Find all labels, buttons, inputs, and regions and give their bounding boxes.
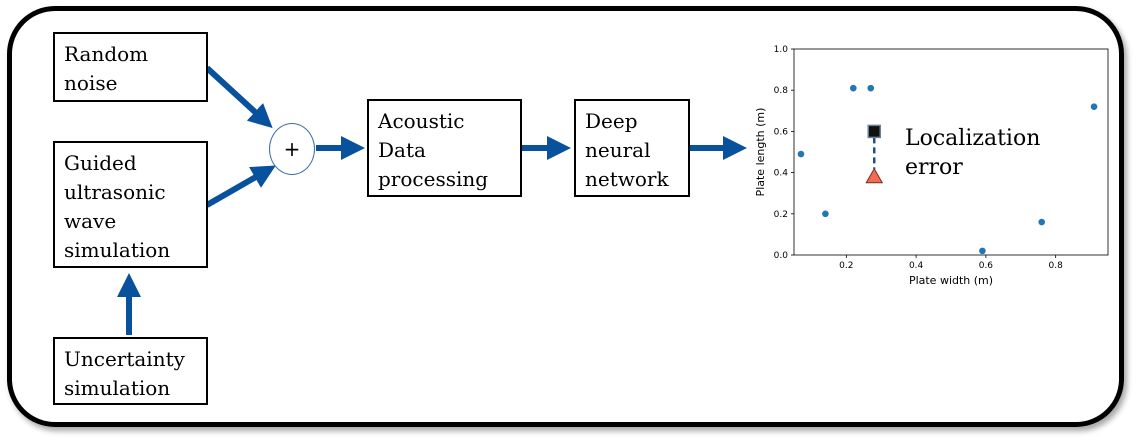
arrow-noise-to-sum — [204, 65, 273, 129]
y-tick-label: 0.8 — [774, 86, 789, 96]
diagram-frame — [7, 6, 1124, 427]
data-point — [1090, 103, 1098, 110]
y-tick-label: 0.4 — [774, 169, 789, 179]
deep-neural-network-box: Deep neural network — [574, 99, 690, 197]
data-point — [850, 84, 857, 92]
acoustic-data-processing-box: Acoustic Data processing — [367, 99, 522, 197]
true-location-marker — [865, 167, 884, 184]
data-point — [979, 247, 986, 255]
y-tick-label: 0.6 — [774, 127, 789, 137]
data-point — [867, 84, 875, 92]
sum-node: + — [269, 123, 315, 175]
random-noise-box: Random noise — [53, 32, 208, 102]
x-axis-label: Plate width (m) — [909, 274, 993, 287]
y-axis-label: Plate length (m) — [754, 108, 767, 197]
x-tick-label: 0.8 — [1049, 261, 1064, 271]
guided-wave-simulation-box: Guided ultrasonic wave simulation — [53, 141, 208, 268]
y-tick-label: 0.0 — [774, 251, 789, 261]
arrow-wave-to-sum — [205, 165, 276, 208]
data-point — [822, 210, 829, 218]
plot-area — [793, 48, 1109, 256]
x-tick-label: 0.4 — [909, 261, 924, 271]
x-tick-label: 0.2 — [839, 261, 853, 271]
y-tick-label: 0.2 — [774, 210, 788, 220]
uncertainty-simulation-box: Uncertainty simulation — [53, 337, 208, 405]
data-point — [797, 150, 805, 158]
y-tick-label: 1.0 — [774, 45, 789, 55]
x-tick-label: 0.6 — [979, 261, 994, 271]
predicted-location-marker — [867, 124, 881, 139]
data-point — [1038, 218, 1046, 226]
localization-error-label: Localization error — [905, 126, 1041, 180]
